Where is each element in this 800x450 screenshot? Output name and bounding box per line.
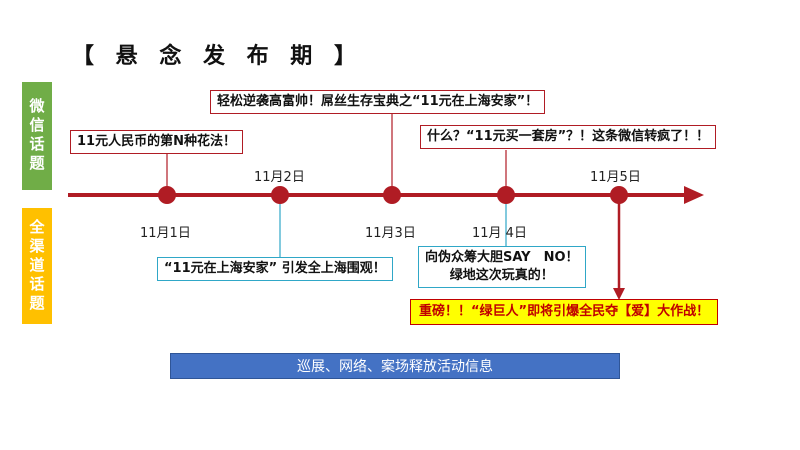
milestone-dot-nov5 <box>610 186 628 204</box>
milestone-dot-nov3 <box>383 186 401 204</box>
callout-nov4-line1: 向伪众筹大胆SAY NO！ <box>425 250 579 265</box>
date-label-nov3: 11月3日 <box>365 226 416 241</box>
wechat-topic-tag: 微信话题 <box>22 82 52 190</box>
callout-nov1-wechat: 11元人民币的第N种花法！ <box>70 130 243 154</box>
activity-info-bar: 巡展、网络、案场释放活动信息 <box>170 353 620 379</box>
nov5-arrowhead <box>613 288 625 300</box>
milestone-dot-nov4 <box>497 186 515 204</box>
page-title: 【 悬 念 发 布 期 】 <box>72 44 363 69</box>
milestone-dot-nov1 <box>158 186 176 204</box>
callout-nov4-line2: 绿地这次玩真的！ <box>449 268 554 283</box>
callout-nov3-wechat: 轻松逆袭高富帅！屌丝生存宝典之“11元在上海安家”！ <box>210 90 546 114</box>
date-label-nov4: 11月 4日 <box>472 226 527 241</box>
timeline-arrowhead <box>684 186 704 204</box>
date-label-nov5: 11月5日 <box>590 170 641 185</box>
callout-nov5-highlight: 重磅！！“绿巨人”即将引爆全民夺【爱】大作战！ <box>410 299 719 325</box>
callout-nov2-all-channel: “11元在上海安家” 引发全上海围观！ <box>157 257 393 281</box>
callout-nov4-wechat: 什么？“11元买一套房”？！这条微信转疯了！！ <box>420 125 717 149</box>
date-label-nov2: 11月2日 <box>254 170 305 185</box>
milestone-dot-nov2 <box>271 186 289 204</box>
callout-nov4-all-channel: 向伪众筹大胆SAY NO！ 绿地这次玩真的！ <box>418 246 586 288</box>
date-label-nov1: 11月1日 <box>140 226 191 241</box>
all-channel-topic-tag: 全渠道话题 <box>22 208 52 324</box>
